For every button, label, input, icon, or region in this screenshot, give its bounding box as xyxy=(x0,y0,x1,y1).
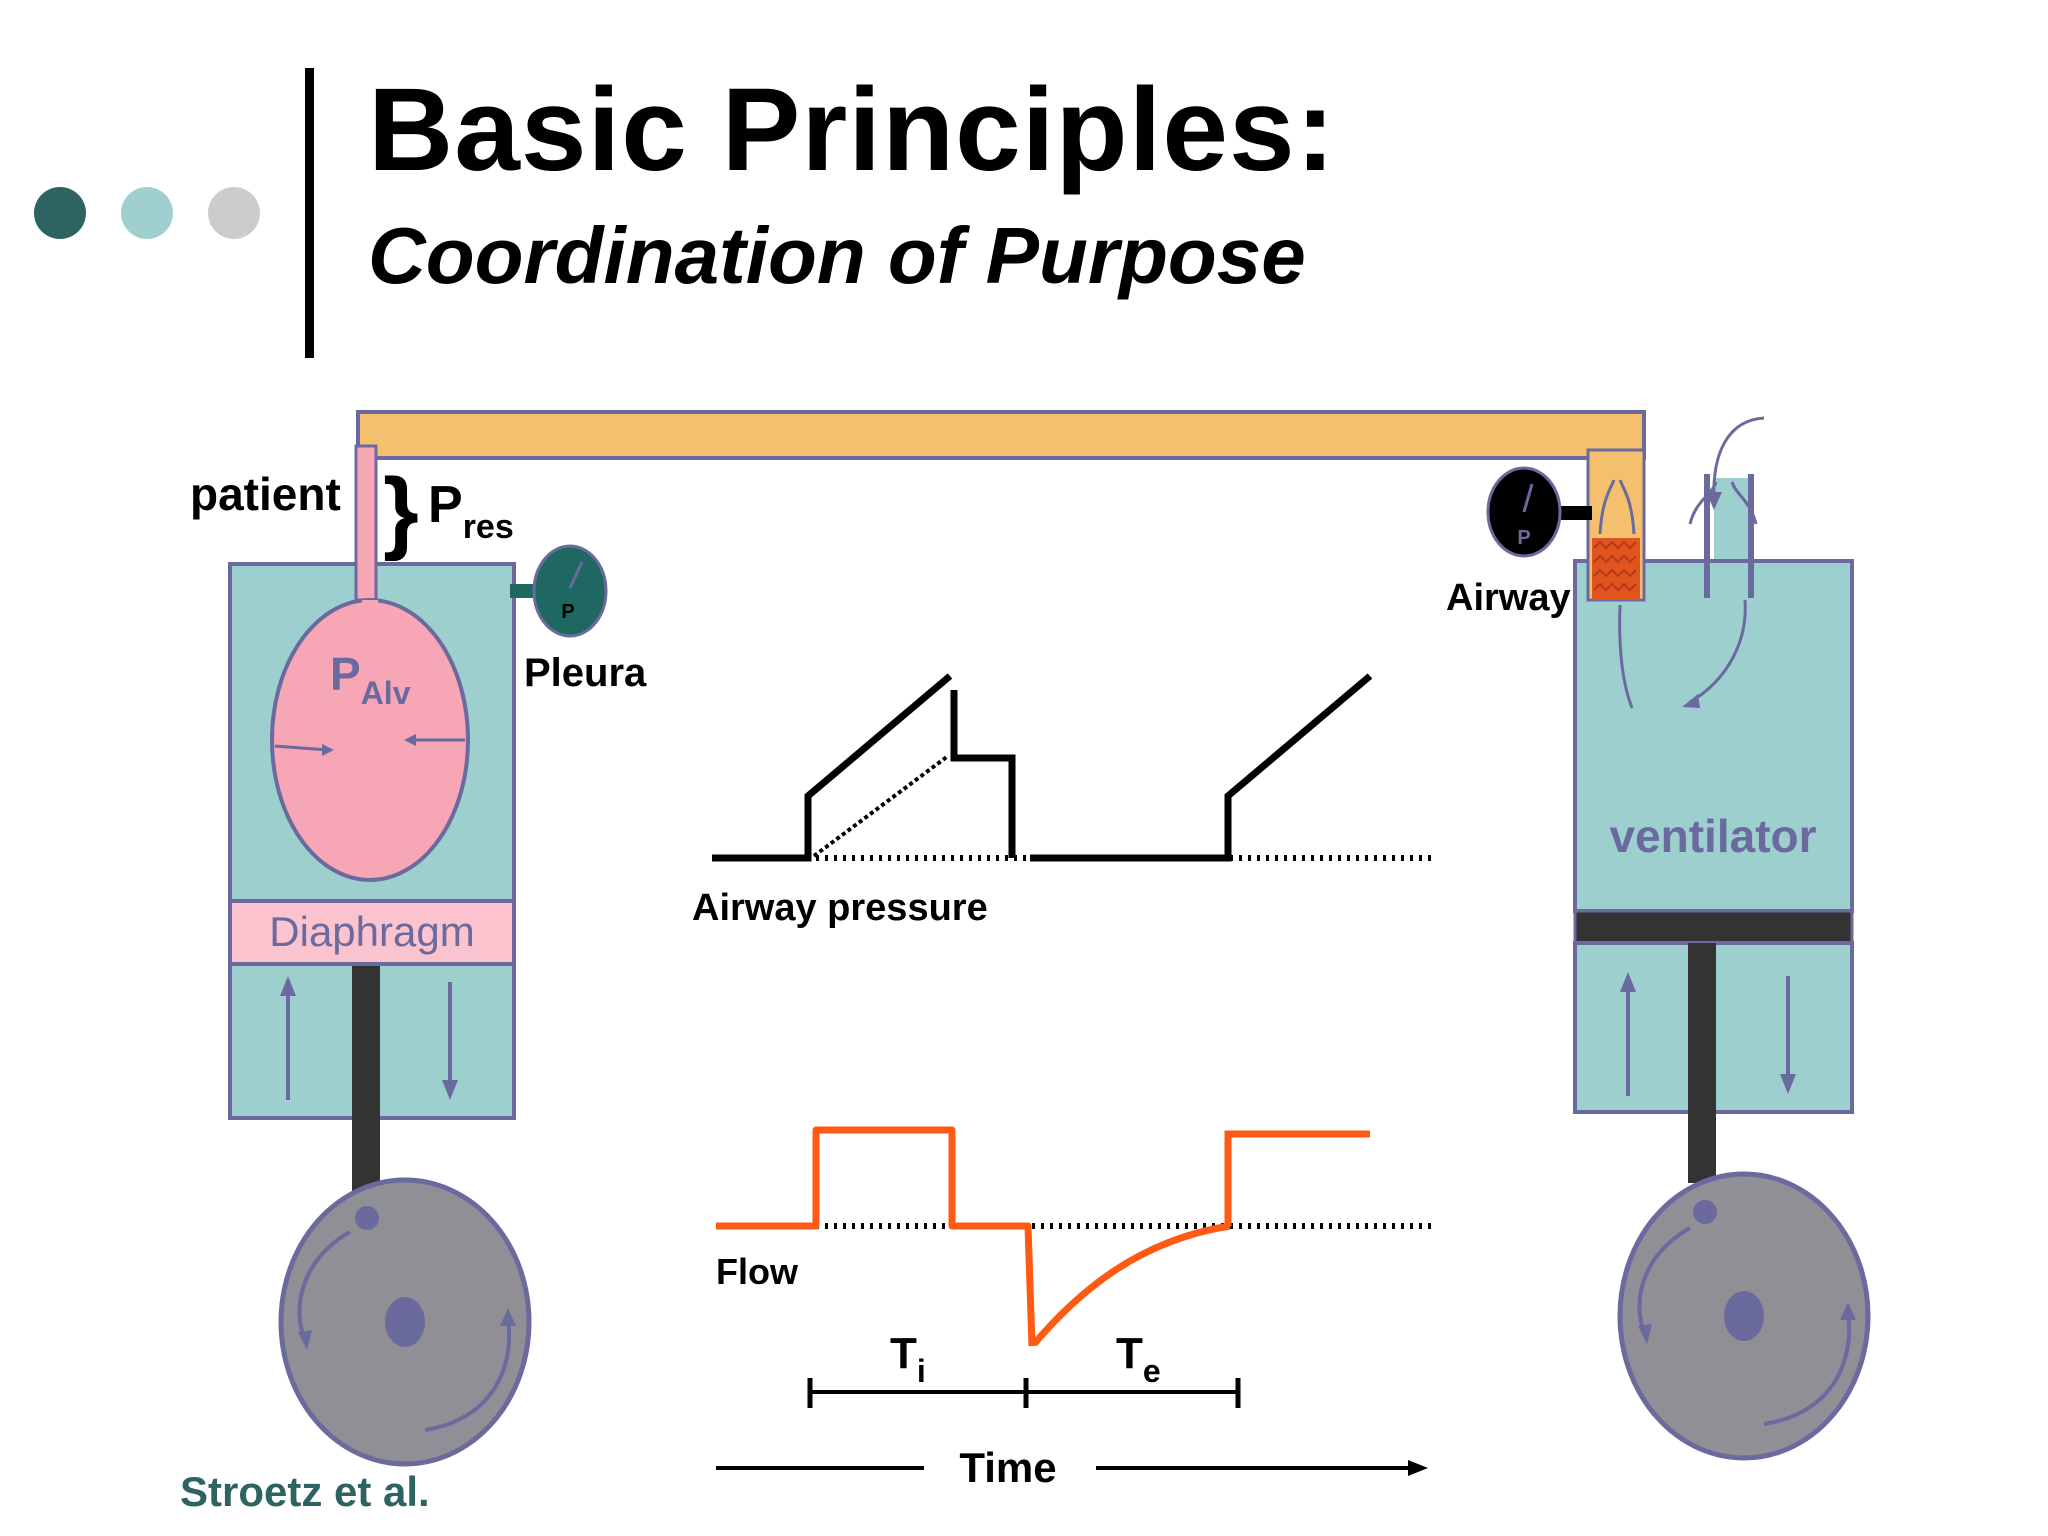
rotation-arrow-icon xyxy=(424,1317,512,1432)
wheel-pin xyxy=(355,1206,379,1230)
header-divider xyxy=(305,68,314,358)
pres-brace: } xyxy=(383,460,419,562)
rotation-arrow-icon xyxy=(1637,1226,1691,1335)
time-arrow-icon xyxy=(1408,1460,1428,1476)
ventilator-label: ventilator xyxy=(1609,810,1816,862)
pres-label: Pres xyxy=(428,476,514,546)
alveolus-arrow-left xyxy=(274,744,329,752)
ti-label: Ti xyxy=(890,1329,926,1389)
accent-dot-teal xyxy=(121,187,173,239)
pleura-gauge-symbol: P xyxy=(561,601,574,623)
pleura-pressure-gauge-icon xyxy=(532,544,608,638)
exhalation-valve-icon xyxy=(1598,479,1636,535)
airway-gauge-symbol: P xyxy=(1517,527,1530,549)
palv-label: PAlv xyxy=(330,648,411,711)
accent-dot-dark xyxy=(34,187,86,239)
flow-label: Flow xyxy=(716,1251,799,1292)
diaphragm-band xyxy=(228,899,516,966)
rotation-arrow-icon xyxy=(297,1230,351,1341)
diaphragm-label: Diaphragm xyxy=(269,908,474,955)
slide-title: Basic Principles: xyxy=(368,64,1336,196)
ventilator-piston-rod xyxy=(1688,943,1716,1183)
patient-piston-rod xyxy=(352,966,380,1198)
flow-trace xyxy=(716,1126,1036,1347)
wheel-hub xyxy=(1724,1291,1764,1341)
time-label: Time xyxy=(959,1444,1056,1491)
credit-label: Stroetz et al. xyxy=(180,1468,430,1515)
flow-waveform xyxy=(716,1126,1436,1347)
airway-label: Airway xyxy=(1446,577,1571,619)
slide-subtitle: Coordination of Purpose xyxy=(368,211,1306,300)
pressure-trace-3 xyxy=(1030,673,1373,862)
wheel-pin xyxy=(1693,1200,1717,1224)
pressure-trace-2 xyxy=(950,690,1016,858)
intake-arrow-icon xyxy=(1712,416,1765,501)
airway-pressure-waveform xyxy=(712,673,1436,862)
expiratory-flow-decay xyxy=(1031,1222,1231,1347)
ventilator-piston-head xyxy=(1573,909,1854,945)
trachea xyxy=(354,444,378,602)
wheel-hub xyxy=(385,1297,425,1347)
airway-pressure-label: Airway pressure xyxy=(692,887,988,929)
te-label: Te xyxy=(1116,1329,1161,1389)
flow-trace-2 xyxy=(1224,1130,1370,1226)
pressure-trace-1 xyxy=(712,673,953,862)
flow-arrow-icon xyxy=(1618,604,1634,709)
patient-label: patient xyxy=(190,468,341,520)
rotation-arrow-icon xyxy=(1763,1311,1852,1426)
pleura-label: Pleura xyxy=(524,651,647,695)
accent-dot-grey xyxy=(208,187,260,239)
flow-arrow-icon xyxy=(1689,599,1747,704)
timing-markers xyxy=(807,1378,1241,1408)
